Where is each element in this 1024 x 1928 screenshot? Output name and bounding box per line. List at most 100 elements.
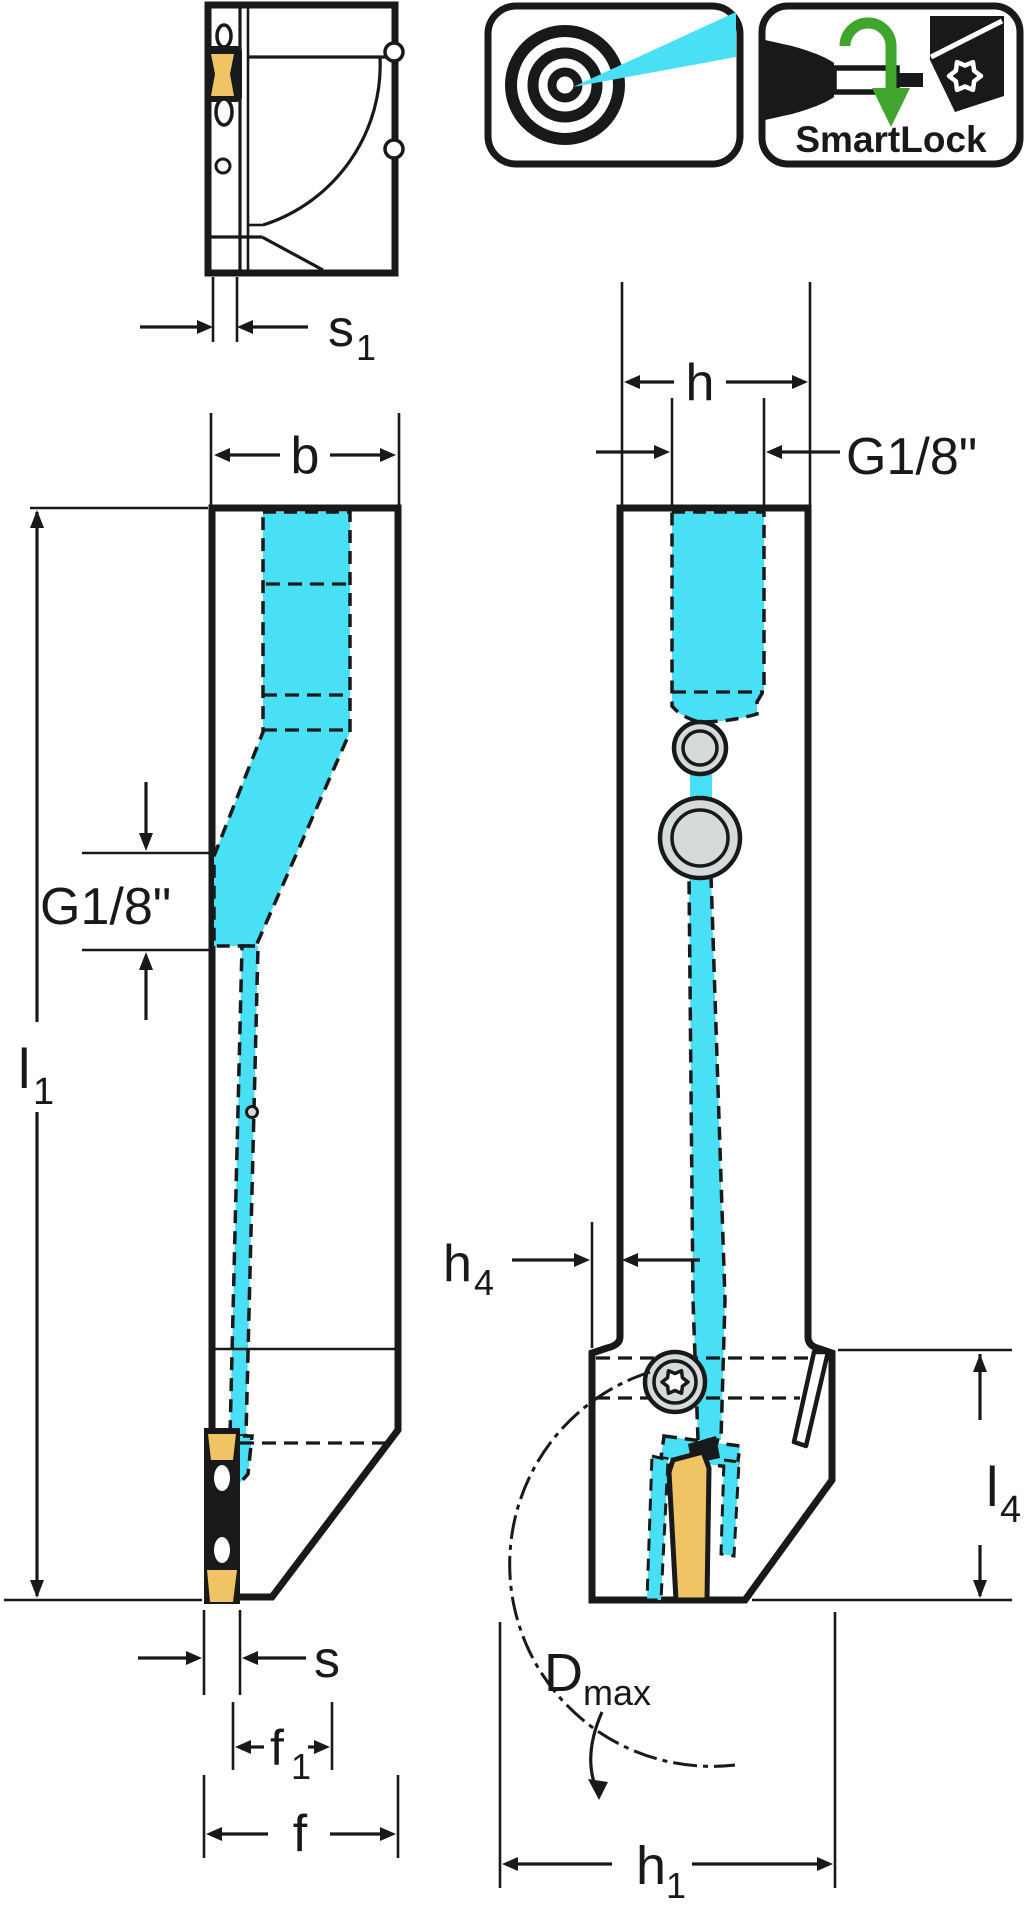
port-circle-large-inner [670,808,730,868]
dim-f1-sub: 1 [291,1746,311,1787]
target-ring-inner [547,67,583,103]
clamp-bar-hole-1 [214,1465,230,1491]
arrowhead-right [197,320,213,334]
arrowhead-left [237,320,253,334]
coolant-channel-upper [212,510,352,948]
arrowhead-up [30,510,44,528]
dim-b-label: b [291,427,320,485]
dim-g18-right: G1/8" [596,398,977,508]
dim-f1-label: f [270,1720,284,1776]
arrowhead-right [792,375,808,389]
arrowhead-left [206,1827,222,1841]
insert-upper [208,1434,236,1460]
port-circle-small-inner [681,729,719,767]
pin-hole [245,1105,259,1119]
arrowhead-right [186,1651,202,1665]
dim-h4: h 4 [443,1222,700,1348]
smartlock-icon: SmartLock [758,2,1024,168]
arrowhead-right [380,1827,396,1841]
insert-edge-highlight [929,18,1004,60]
insert-side-view [666,1449,712,1603]
dim-f: f [202,1775,400,1863]
top-view-body [204,1,399,277]
rotation-arrowhead-icon [872,88,910,127]
left-body [208,504,402,1601]
dim-g18-left: G1/8" [40,782,210,1020]
dim-l1-label: l [18,1037,30,1100]
right-view [588,504,836,1604]
dim-s1: s 1 [140,277,376,368]
arrowhead-down [30,1580,44,1598]
dim-l1: l 1 [4,506,208,1602]
clamp-bar-hole-2 [214,1537,230,1563]
arrowhead-right [817,1857,833,1871]
clamp-hole-mid [214,97,234,127]
top-view-arc [262,56,382,227]
screwdriver-bit-icon [897,73,923,87]
dim-h: h [620,282,812,505]
arrowhead-up [139,952,153,970]
coolant-icon-frame [484,2,744,168]
dim-g18-left-label: G1/8" [40,878,171,936]
dim-l4-sub: 4 [1000,1489,1021,1531]
dim-h-label: h [686,354,715,412]
insert-lower [207,1570,237,1602]
dim-l4: l 4 [752,1348,1021,1602]
coolant-strip-left [645,1454,670,1602]
arrowhead-left [766,445,782,459]
arrowhead-right [654,445,670,459]
dim-f1: f 1 [231,1702,334,1787]
rotation-arrow-icon [839,17,897,90]
dim-f-label: f [293,1805,308,1863]
insert-top-view [211,54,234,96]
dim-s1-label: s [328,300,354,358]
arrowhead-left [242,1651,258,1665]
arrowhead-left [622,1253,638,1267]
dim-h1-sub: 1 [666,1865,686,1906]
arrowhead-down [973,1580,987,1598]
arrowhead-right [574,1253,590,1267]
arrowhead-left [502,1857,518,1871]
dmax-arrow-curve [589,1711,604,1789]
dim-s: s [138,1610,340,1695]
bottom-chamfer-line [261,235,324,272]
arrowhead-right [380,448,396,462]
dim-s1-sub: 1 [356,327,376,368]
dim-h1-label: h [636,1836,666,1896]
dim-s-label: s [314,1631,340,1689]
coolant-precision-icon [484,2,744,168]
dim-dmax-sub: max [583,1672,651,1713]
side-hole-2 [383,138,405,160]
right-body [588,504,836,1604]
smartlock-label: SmartLock [795,119,987,160]
dim-l1-sub: 1 [33,1071,54,1113]
dim-b: b [209,413,401,505]
arrowhead-up [973,1354,987,1372]
dim-h4-label: h [443,1235,472,1293]
arrowhead-left [624,375,640,389]
smartlock-frame [758,2,1024,168]
left-view [204,504,402,1604]
top-view [204,1,405,277]
torx-star-icon [946,59,984,93]
dim-h1: h 1 [498,1612,837,1906]
arrowhead-right [314,1740,330,1754]
screwdriver-handle-icon [765,40,834,120]
clamp-hole-low [214,157,232,175]
coolant-jet [573,12,736,87]
dim-dmax: D max [508,1370,736,1800]
coolant-strip-right [719,1458,741,1558]
coolant-tube-right [687,874,727,1442]
dmax-arrowhead [588,1779,608,1800]
coolant-channel-top [670,510,766,724]
dim-dmax-label: D [544,1643,583,1703]
torx-screw-star [660,1368,690,1396]
arrowhead-left [214,448,230,462]
dim-h4-sub: 4 [474,1262,494,1303]
dmax-circle-arc [508,1370,736,1768]
coolant-tube [228,944,260,1438]
arrowhead-left [235,1740,251,1754]
arrowhead-down [139,833,153,851]
clamp-slot [791,1349,831,1449]
